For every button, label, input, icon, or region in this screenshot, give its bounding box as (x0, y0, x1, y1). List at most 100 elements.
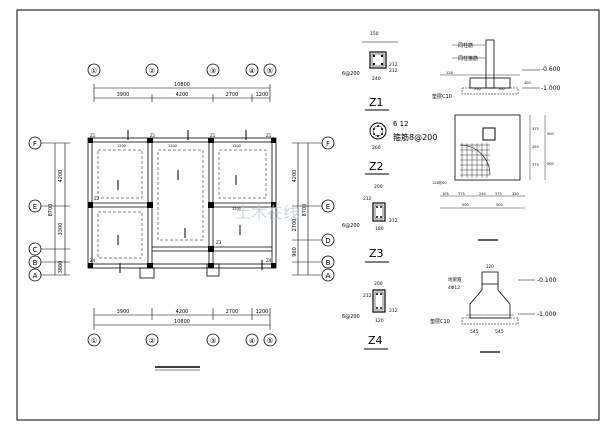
fp-rdim-1: 375 (532, 127, 539, 131)
axis-left-E: E (33, 203, 37, 211)
watermark: 土木在线 (235, 203, 299, 222)
plan-col-tag-2: Z1 (150, 133, 156, 138)
top-dimensions (93, 84, 271, 102)
plan-columns (88, 138, 276, 268)
fp-bdim-1: 105 (442, 192, 449, 196)
fs2-top: 120 (486, 264, 494, 269)
z1-dim-b: 212 (389, 68, 398, 74)
axis-right-B: B (326, 259, 331, 267)
z2-stirrup: 箍筋8@200 (393, 132, 437, 142)
plan-col-tag-1: Z1 (90, 133, 96, 138)
axis-right-D: D (325, 237, 330, 245)
bottom-axis-markers: ① ② ③ ④ ⑤ (87, 333, 277, 347)
z1-title: Z1 (369, 96, 384, 109)
z4-dim-a: 212 (363, 293, 372, 299)
detail-z2: 6 12 箍筋8@200 260 Z2 (365, 120, 437, 175)
fs1-label-1: 同柱筋 (458, 42, 473, 49)
plan-col-tag-3: Z1 (210, 133, 216, 138)
footing-details: 同柱筋 同柱箍筋 垫层C10 128 400 250 100 -0.600 -1… (430, 39, 561, 353)
z3-stirrup: 6@200 (342, 223, 360, 229)
footing-plan: 128@00 105 375 240 375 120 500 500 375 2… (432, 114, 554, 241)
sheet-border (16, 9, 600, 421)
axis-bottom-3: ③ (210, 337, 216, 345)
detail-z4: 200 212 212 120 6@200 Z4 (342, 281, 398, 350)
fs1-dim-b: 400 (524, 81, 531, 85)
fs1-label-3: 垫层C10 (432, 93, 452, 100)
z3-title: Z3 (369, 247, 384, 260)
fs1-dim-d: 100 (498, 87, 505, 91)
plan-beam-label-2: 1200 (168, 144, 177, 148)
fs2-label-2: 4Φ12 (448, 285, 460, 291)
plan-beam-label-4: 1200 (232, 207, 241, 211)
left-axis-markers: F E C B A (28, 136, 42, 282)
bottom-seg-1: 3900 (117, 309, 130, 315)
axis-bottom-4: ④ (249, 337, 255, 345)
column-details: 150 212 212 240 6@200 Z1 6 12 (342, 31, 437, 350)
z1-stirrup: 6@200 (342, 71, 360, 77)
z4-dim-top: 200 (374, 281, 383, 287)
right-seg-1: 4200 (292, 170, 298, 183)
axis-right-A: A (326, 272, 331, 280)
bottom-seg-4: 1200 (256, 309, 269, 315)
z1-dim-a: 212 (389, 62, 398, 68)
fp-rdim-5: 500 (547, 162, 554, 166)
plan-beam-label-3: 1200 (232, 144, 241, 148)
fs2-dim-b: 545 (495, 329, 504, 335)
detail-z1: 150 212 212 240 6@200 Z1 (342, 31, 398, 111)
axis-top-1: ① (91, 67, 97, 75)
axis-left-C: C (33, 246, 38, 254)
plan-col-tag-6: Z3 (216, 240, 222, 245)
left-seg-2: 3300 (58, 223, 64, 236)
fp-note: 128@00 (432, 181, 447, 185)
top-seg-3: 2700 (226, 92, 239, 98)
z3-dim-b: 212 (389, 218, 398, 224)
fp-btot-1: 500 (462, 203, 469, 207)
left-seg-1: 4200 (58, 170, 64, 183)
footing-section-2: 120 地梁箍 4Φ12 垫层C10 -0.100 -1.000 545 545 (430, 264, 557, 353)
axis-bottom-5: ⑤ (267, 337, 273, 345)
bottom-dimensions (93, 308, 271, 330)
fs2-elev-2: -1.000 (537, 311, 557, 318)
fp-bdim-5: 120 (512, 192, 519, 196)
z2-title: Z2 (369, 160, 384, 173)
rebar-ticks (117, 130, 263, 273)
detail-z3: 200 212 212 180 6@200 Z3 (342, 184, 398, 263)
axis-left-B: B (33, 259, 38, 267)
top-seg-1: 3900 (117, 92, 130, 98)
fs1-elev-1: -0.600 (541, 66, 561, 73)
fp-bdim-4: 375 (495, 192, 502, 196)
z3-dim-top: 200 (374, 184, 383, 190)
axis-top-2: ② (149, 67, 155, 75)
top-seg-2: 4200 (176, 92, 189, 98)
top-seg-4: 1200 (256, 92, 269, 98)
z4-dim-b: 212 (389, 308, 398, 314)
fp-bdim-3: 240 (479, 192, 486, 196)
fs1-dim-a: 128 (446, 71, 453, 75)
right-seg-3: 900 (292, 247, 298, 257)
fp-rdim-4: 500 (547, 132, 554, 136)
fp-rdim-2: 250 (532, 145, 539, 149)
fs1-label-2: 同柱箍筋 (458, 55, 478, 62)
axis-top-5: ⑤ (267, 67, 273, 75)
left-total-dim: 8700 (48, 204, 54, 217)
bottom-total-dim: 10800 (174, 319, 190, 325)
axis-left-F: F (33, 140, 37, 148)
z4-stirrup: 6@200 (342, 314, 360, 320)
fs2-label-1: 地梁箍 (448, 276, 462, 283)
right-axis-markers: F E D B A (321, 136, 335, 282)
fp-bdim-2: 375 (458, 192, 465, 196)
plan-col-tag-5: Z2 (94, 196, 100, 201)
fs1-elev-2: -1.000 (541, 85, 561, 92)
z2-bars: 6 12 (393, 120, 409, 128)
axis-top-4: ④ (249, 67, 255, 75)
right-seg-2: 2700 (292, 219, 298, 232)
z3-dim-c: 180 (375, 226, 384, 232)
z3-dim-a: 212 (363, 196, 372, 202)
right-total-dim: 8700 (302, 204, 308, 217)
fs1-dim-c: 250 (474, 87, 481, 91)
plan-beam-label-1: 1200 (117, 144, 126, 148)
right-dimensions (292, 142, 322, 276)
footing-section-1: 同柱筋 同柱箍筋 垫层C10 128 400 250 100 -0.600 -1… (432, 39, 561, 100)
top-total-dim: 10800 (174, 82, 190, 88)
